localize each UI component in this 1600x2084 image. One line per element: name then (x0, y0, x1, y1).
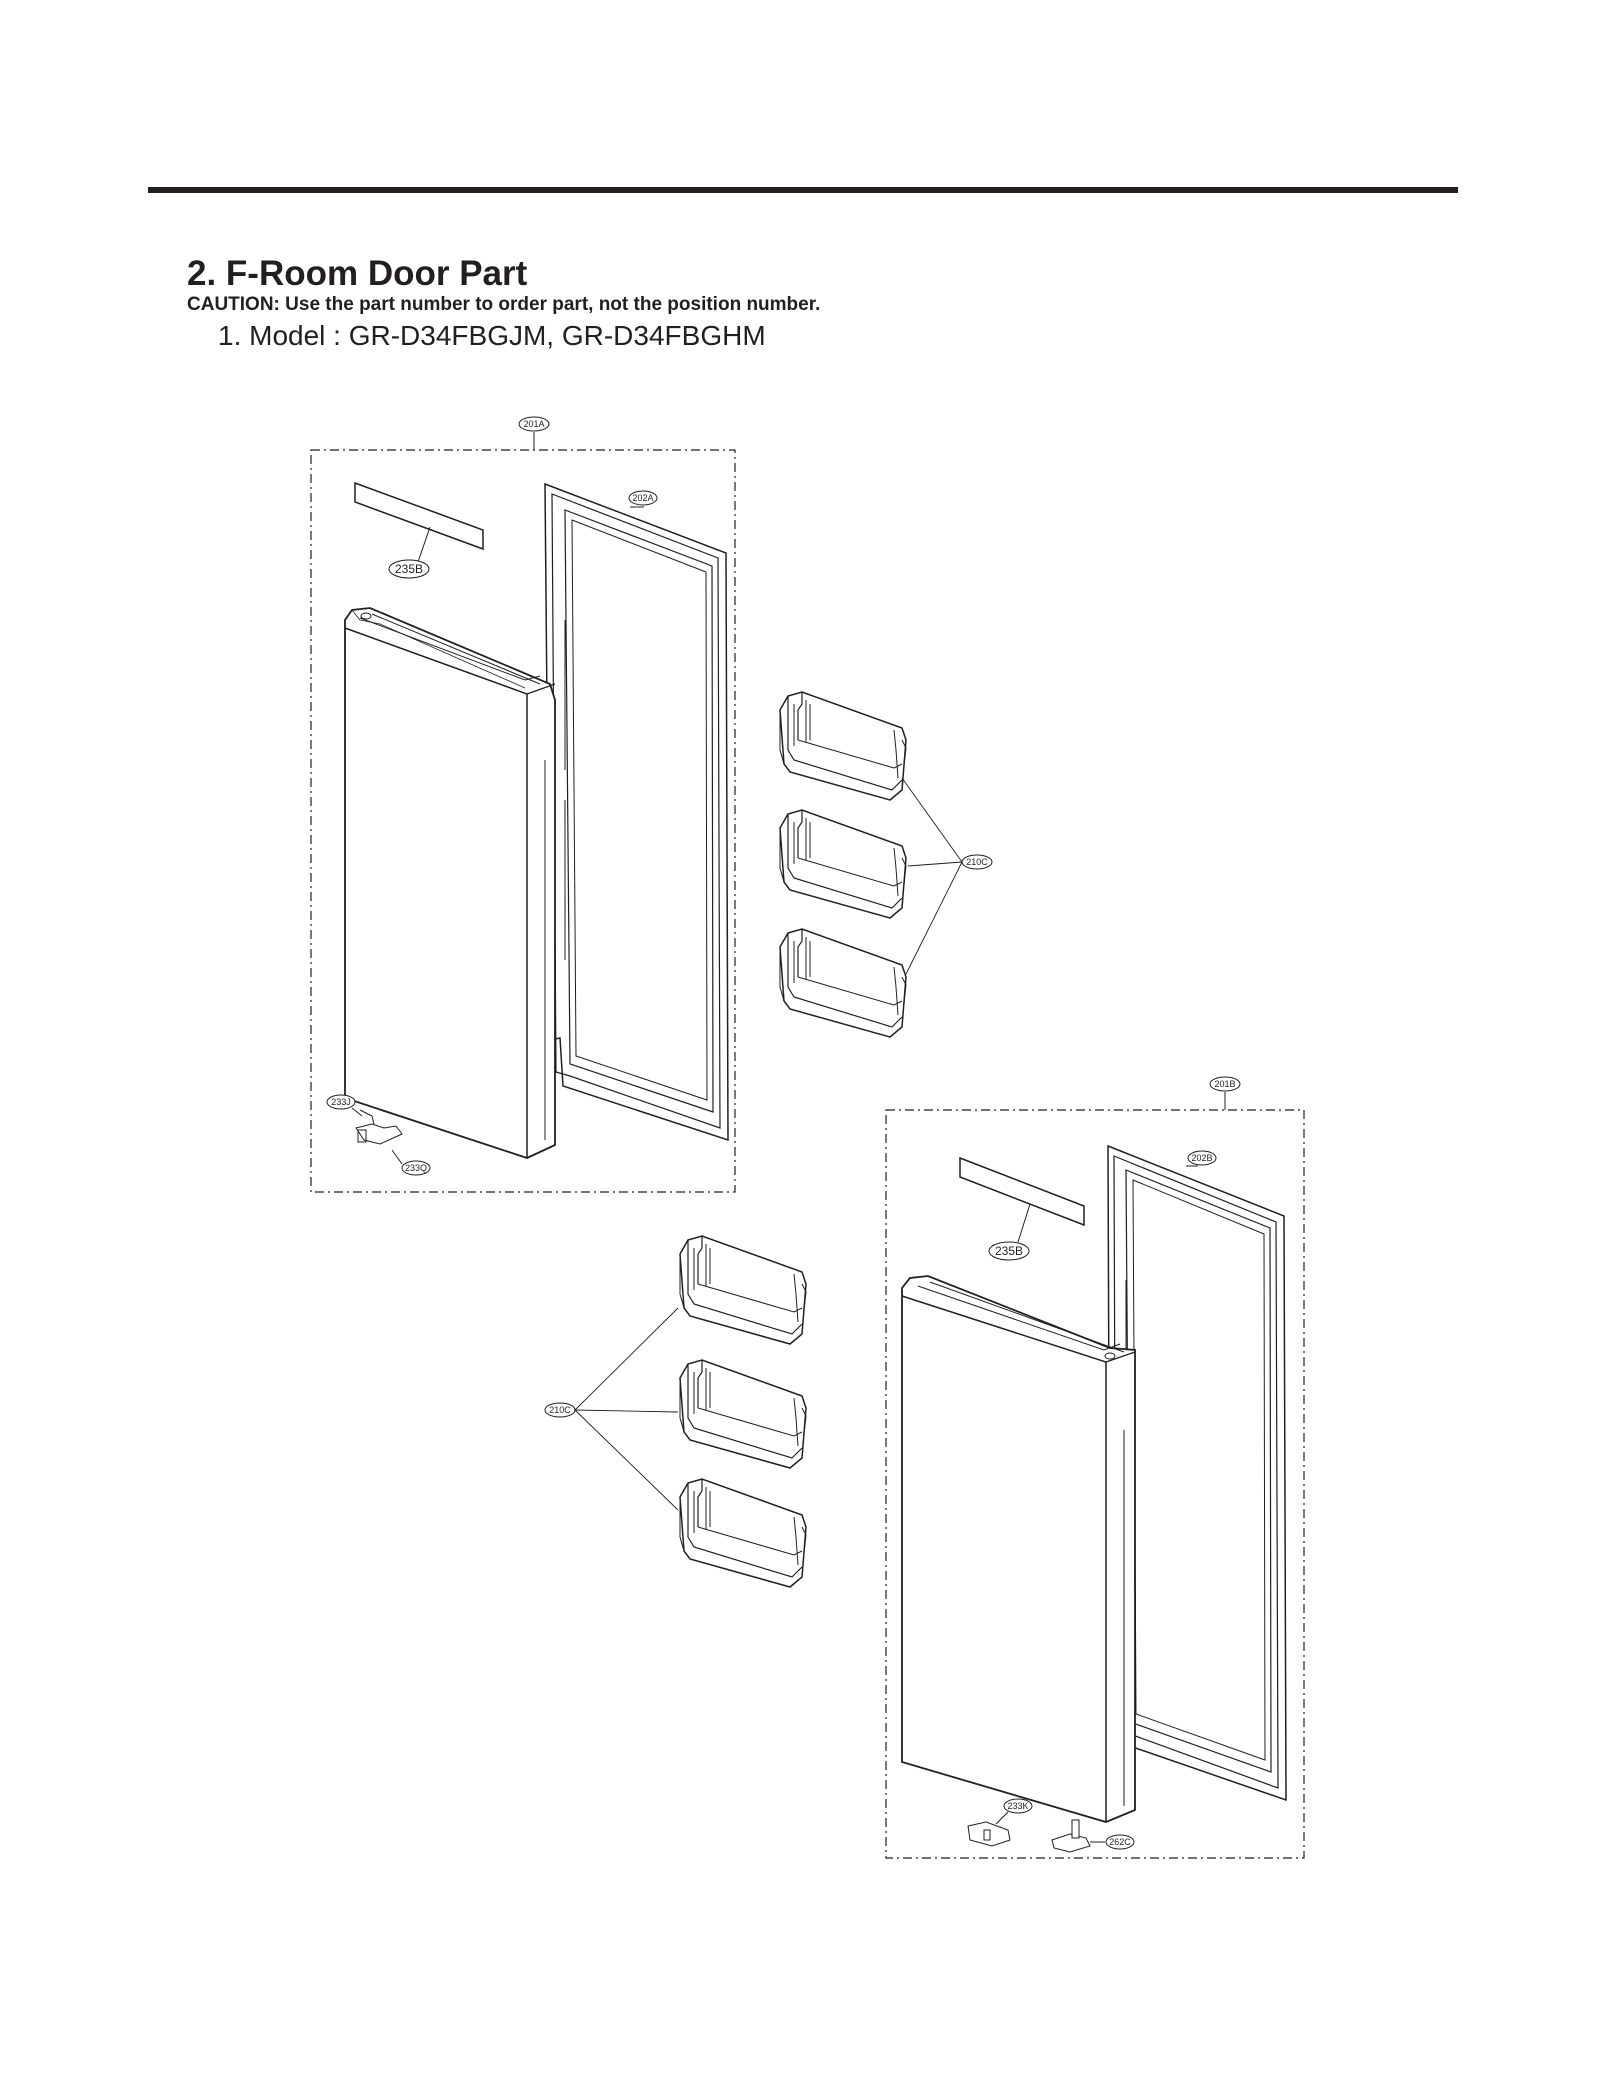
basket-group-upper: 210C (779, 691, 993, 1038)
right-hinge-part (967, 1821, 1011, 1847)
callout-233q-label: 233Q (405, 1163, 427, 1173)
door-basket (679, 1478, 807, 1588)
basket-group-lower: 210C (544, 1235, 807, 1588)
callout-202a (628, 490, 658, 506)
header-rule (148, 187, 1458, 193)
door-basket (779, 809, 907, 919)
right-door-assembly: 201B 202B 235B (885, 1076, 1305, 1859)
callout-235b-right (988, 1241, 1030, 1261)
callout-210c-lower-label: 210C (549, 1405, 571, 1415)
callout-235b-left-label: 235B (395, 562, 423, 576)
callout-210c-upper-label: 210C (966, 857, 988, 867)
callout-262c-label: 262C (1109, 1837, 1131, 1847)
left-door-gasket (544, 482, 729, 1142)
callout-201b-label: 201B (1214, 1079, 1235, 1089)
callout-262c (1105, 1834, 1135, 1850)
callout-233k (1003, 1798, 1033, 1814)
callout-202b-label: 202B (1191, 1153, 1212, 1163)
callout-202b (1187, 1150, 1217, 1166)
right-door-trim (959, 1156, 1085, 1227)
left-door-trim (354, 481, 484, 551)
callout-201b (1209, 1076, 1241, 1092)
left-door-panel (344, 607, 556, 1159)
callout-233j-label: 233J (331, 1097, 351, 1107)
left-door-group-frame (310, 449, 736, 1193)
callout-233j (326, 1094, 356, 1110)
left-hinge-part (355, 1109, 403, 1145)
callout-210c-upper (961, 854, 993, 870)
door-basket (679, 1235, 807, 1345)
callout-233k-label: 233K (1007, 1801, 1028, 1811)
callout-202a-label: 202A (632, 493, 653, 503)
door-basket (779, 691, 907, 801)
callout-201a-label: 201A (523, 419, 544, 429)
callout-233q (401, 1160, 431, 1176)
right-door-group-frame (885, 1109, 1305, 1859)
callout-235b-right-label: 235B (995, 1244, 1023, 1258)
door-basket (679, 1359, 807, 1469)
right-hinge-pin-part (1051, 1819, 1091, 1853)
caution-note: CAUTION: Use the part number to order pa… (187, 294, 821, 315)
callout-235b-left (388, 559, 430, 579)
model-line: 1. Model : GR-D34FBGJM, GR-D34FBGHM (218, 320, 766, 351)
left-door-assembly: 201A 202A 235B (310, 416, 736, 1193)
callout-210c-lower (544, 1402, 576, 1418)
door-basket (779, 928, 907, 1038)
section-title: 2. F-Room Door Part (187, 254, 528, 293)
callout-201a (518, 416, 550, 432)
right-door-panel (901, 1275, 1136, 1823)
